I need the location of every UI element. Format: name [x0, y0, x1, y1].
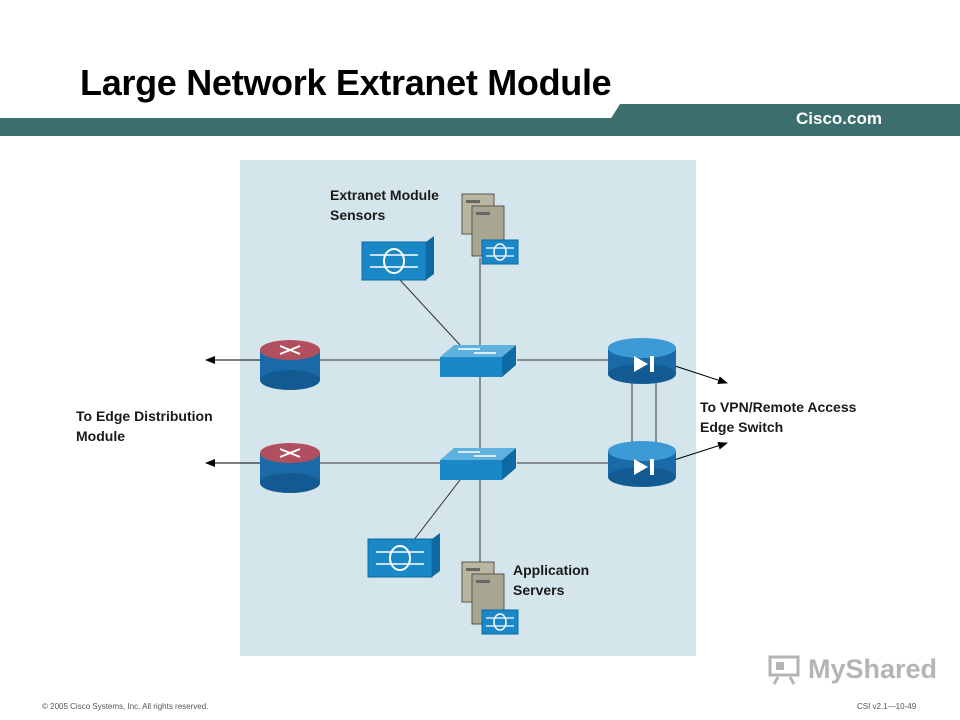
label-edge-distribution-line1: To Edge Distribution	[76, 408, 213, 424]
label-app-servers-line1: Application	[513, 562, 590, 578]
router-icon	[260, 443, 320, 493]
vpn-concentrator-icon	[608, 441, 676, 487]
course-ref: CSI v2.1—10-49	[857, 702, 917, 711]
vpn-concentrator-icon	[608, 338, 676, 384]
label-sensors-line1: Extranet Module	[330, 187, 439, 203]
copyright: © 2005 Cisco Systems, Inc. All rights re…	[42, 702, 209, 711]
server-icon	[461, 193, 519, 265]
projector-icon	[768, 655, 800, 685]
watermark-text: MyShared	[808, 654, 938, 684]
switch-icon	[440, 345, 516, 377]
switch-icon	[440, 448, 516, 480]
ids-sensor-icon	[367, 533, 440, 578]
arrow-to-vpn-bottom	[673, 441, 728, 461]
label-sensors-line2: Sensors	[330, 207, 386, 223]
label-vpn-remote-line2: Edge Switch	[700, 419, 784, 435]
ids-sensor-icon	[361, 236, 434, 281]
server-icon	[461, 561, 519, 635]
link-lines	[320, 258, 657, 564]
label-vpn-remote: To VPN/Remote Access Edge Switch	[700, 397, 856, 437]
label-vpn-remote-line1: To VPN/Remote Access	[700, 399, 857, 415]
watermark: MyShared	[768, 654, 937, 685]
label-sensors: Extranet Module Sensors	[330, 185, 439, 225]
label-edge-distribution: To Edge Distribution Module	[76, 406, 213, 446]
arrows	[205, 356, 728, 467]
slide-title: Large Network Extranet Module	[80, 62, 612, 103]
header-bar	[0, 104, 960, 136]
arrow-to-vpn-top	[671, 364, 728, 385]
label-edge-distribution-line2: Module	[76, 428, 125, 444]
brand-logo: Cisco.com	[796, 109, 882, 128]
router-icon	[260, 340, 320, 390]
label-app-servers-line2: Servers	[513, 582, 565, 598]
label-app-servers: Application Servers	[513, 560, 589, 600]
